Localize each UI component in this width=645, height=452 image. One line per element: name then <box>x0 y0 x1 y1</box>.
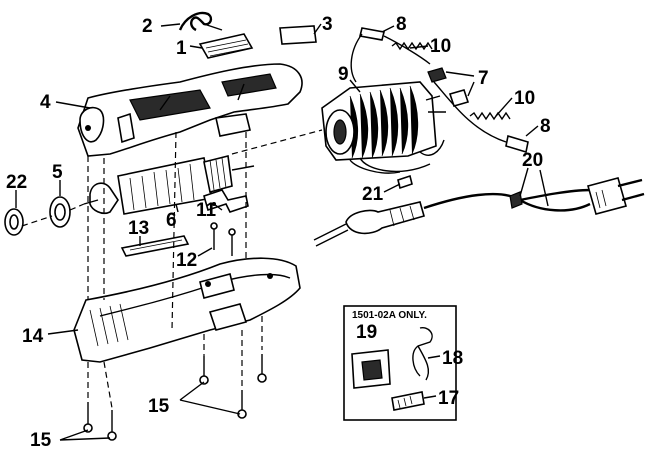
part-brush-clamp <box>203 189 249 213</box>
part-cord-strain-relief <box>313 201 425 247</box>
part-upper-housing <box>77 63 303 157</box>
callout-4: 4 <box>40 92 51 113</box>
part-power-cord <box>423 188 591 212</box>
callout-21: 21 <box>362 184 384 205</box>
callout-labels: 2 1 3 4 5 22 6 8 10 7 9 10 8 20 21 11 12… <box>6 14 551 451</box>
part-cord-screw <box>397 174 413 190</box>
callout-1: 1 <box>176 38 187 59</box>
callout-9: 9 <box>338 64 349 85</box>
callout-10-upper: 10 <box>430 36 451 57</box>
callout-14: 14 <box>22 326 44 347</box>
callout-10-lower: 10 <box>514 88 535 109</box>
part-clamp-screws <box>210 222 236 256</box>
assembly-guide-lines <box>21 129 323 409</box>
part-brush-spring-lower <box>469 111 511 121</box>
part-screws-lower <box>199 354 267 419</box>
callout-11: 11 <box>196 200 217 221</box>
callout-19: 19 <box>356 322 377 343</box>
callout-12: 12 <box>176 250 197 271</box>
part-bearing <box>49 196 71 228</box>
part-plug <box>587 177 645 215</box>
callout-13: 13 <box>128 218 149 239</box>
callout-15-right: 15 <box>148 396 170 417</box>
part-brush-upper <box>350 27 431 83</box>
part-inset-wire <box>412 327 433 381</box>
part-inset-field <box>351 349 391 389</box>
part-wire-clip <box>178 11 223 32</box>
part-washer <box>4 208 24 236</box>
part-screws-front <box>83 402 117 441</box>
callout-8-lower: 8 <box>540 116 551 137</box>
part-insulator-strip <box>120 235 190 257</box>
callout-3: 3 <box>322 14 333 35</box>
callout-15-left: 15 <box>30 430 52 451</box>
callout-7: 7 <box>478 68 489 89</box>
callout-18: 18 <box>442 348 463 369</box>
part-brush-lower <box>433 81 529 154</box>
callout-20: 20 <box>522 150 543 171</box>
inset-title: 1501-02A ONLY. <box>352 310 427 321</box>
callout-8-upper: 8 <box>396 14 407 35</box>
callout-17: 17 <box>438 388 459 409</box>
part-inset-terminal <box>391 391 425 411</box>
part-nameplate <box>198 33 254 59</box>
callout-22: 22 <box>6 172 27 193</box>
part-brush-holder-right <box>448 89 470 107</box>
callout-2: 2 <box>142 16 153 37</box>
part-brush-holder-left <box>427 67 447 83</box>
part-lower-housing <box>73 257 301 363</box>
callout-5: 5 <box>52 162 63 183</box>
part-label <box>279 25 317 45</box>
callout-6: 6 <box>166 210 177 231</box>
part-field-leads <box>349 139 445 174</box>
leader-lines <box>15 23 549 441</box>
part-field-coil <box>321 81 446 161</box>
